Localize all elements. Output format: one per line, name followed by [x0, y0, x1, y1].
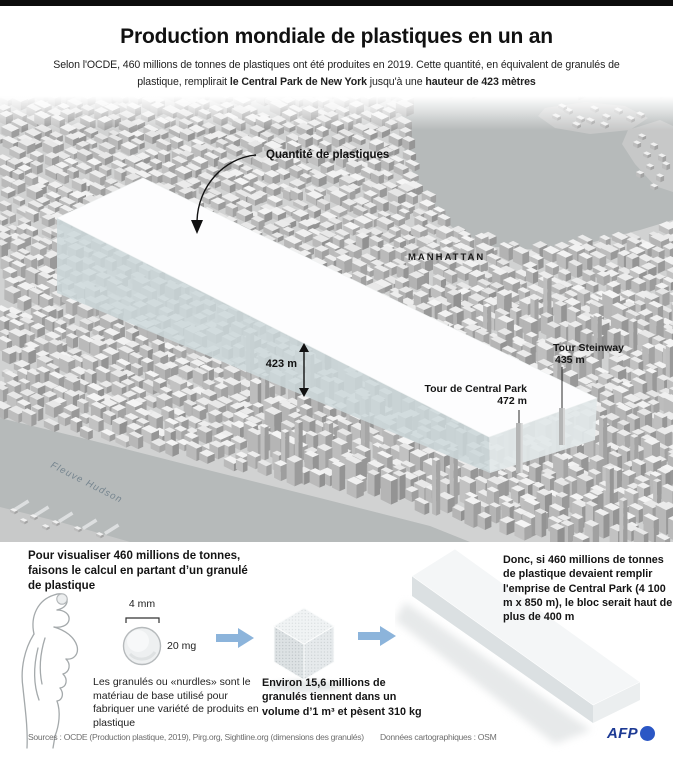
slab-end: [593, 682, 640, 723]
top-black-bar: [0, 0, 673, 6]
plastic-block-side: [57, 218, 490, 473]
granule-diameter-label: 4 mm: [128, 598, 156, 610]
quantity-arrowhead-icon: [191, 220, 203, 234]
tower-central-park-name: Tour de Central Park: [425, 383, 528, 395]
map-top-fade: [0, 96, 673, 130]
nurdles-note: Les granulés ou «nurdles» sont le matéri…: [93, 676, 259, 729]
diameter-bracket-icon: [125, 617, 160, 623]
pellet-in-hand: [56, 593, 68, 605]
subtitle-text: Selon l'OCDE, 460 millions de tonnes de …: [53, 59, 620, 89]
right-arrow-icon: [358, 626, 396, 646]
afp-logo-dot-icon: [639, 726, 655, 741]
plastic-block-top: [56, 177, 598, 438]
granule-highlight: [127, 630, 149, 652]
map-data-note: Données cartographiques : OSM: [380, 732, 497, 742]
tower-central-park-height: 472 m: [497, 395, 527, 407]
slab-shadow: [395, 602, 591, 744]
tower-steinway-3d: [559, 408, 565, 445]
harlem-river-water: [400, 96, 673, 250]
subtitle-bold-central-park: le Central Park de New York: [229, 76, 367, 89]
cube-note: Environ 15,6 millions de granulés tienne…: [262, 677, 422, 718]
intro-text: Pour visualiser 460 millions de tonnes, …: [28, 550, 248, 593]
slab-top: [411, 548, 641, 706]
slab-front: [412, 576, 593, 723]
cube-shadow: [267, 680, 341, 692]
height-double-arrow-icon: [299, 343, 309, 397]
right-arrow-icon: [216, 628, 254, 648]
piers: [13, 499, 120, 535]
conclusion-text: Donc, si 460 millions de tonnes de plast…: [503, 554, 673, 623]
block-height-label: 423 m: [266, 358, 297, 370]
plastic-block: [56, 177, 598, 473]
granule-illustration: [122, 617, 162, 666]
granule-weight-label: 20 mg: [167, 640, 197, 652]
manhattan-3d-map: Quantité de plastiques MANHATTAN 423 m T…: [0, 96, 673, 542]
page-title: Production mondiale de plastiques en un …: [120, 25, 553, 48]
sources-note: Sources : OCDE (Production plastique, 20…: [28, 732, 364, 742]
tower-steinway-height: 435 m: [555, 354, 585, 366]
subtitle: Selon l'OCDE, 460 millions de tonnes de …: [33, 57, 640, 91]
afp-logo: AFP: [607, 725, 655, 742]
granule-shade: [128, 651, 157, 661]
quantity-label: Quantité de plastiques: [266, 149, 389, 161]
subtitle-bold-height: hauteur de 423 mètres: [425, 76, 536, 89]
cube-one-cubic-meter: [267, 607, 341, 692]
manhattan-label: MANHATTAN: [408, 252, 485, 263]
central-park-slab: [395, 548, 641, 744]
hudson-river-water: [0, 418, 470, 542]
tower-steinway-name: Tour Steinway: [553, 342, 624, 354]
tower-central-park-3d: [516, 423, 523, 473]
hand-sketch: [21, 593, 79, 749]
afp-logo-text: AFP: [607, 725, 638, 742]
subtitle-text-2: jusqu'à une: [366, 76, 426, 89]
quantity-curved-arrow: [196, 154, 257, 222]
